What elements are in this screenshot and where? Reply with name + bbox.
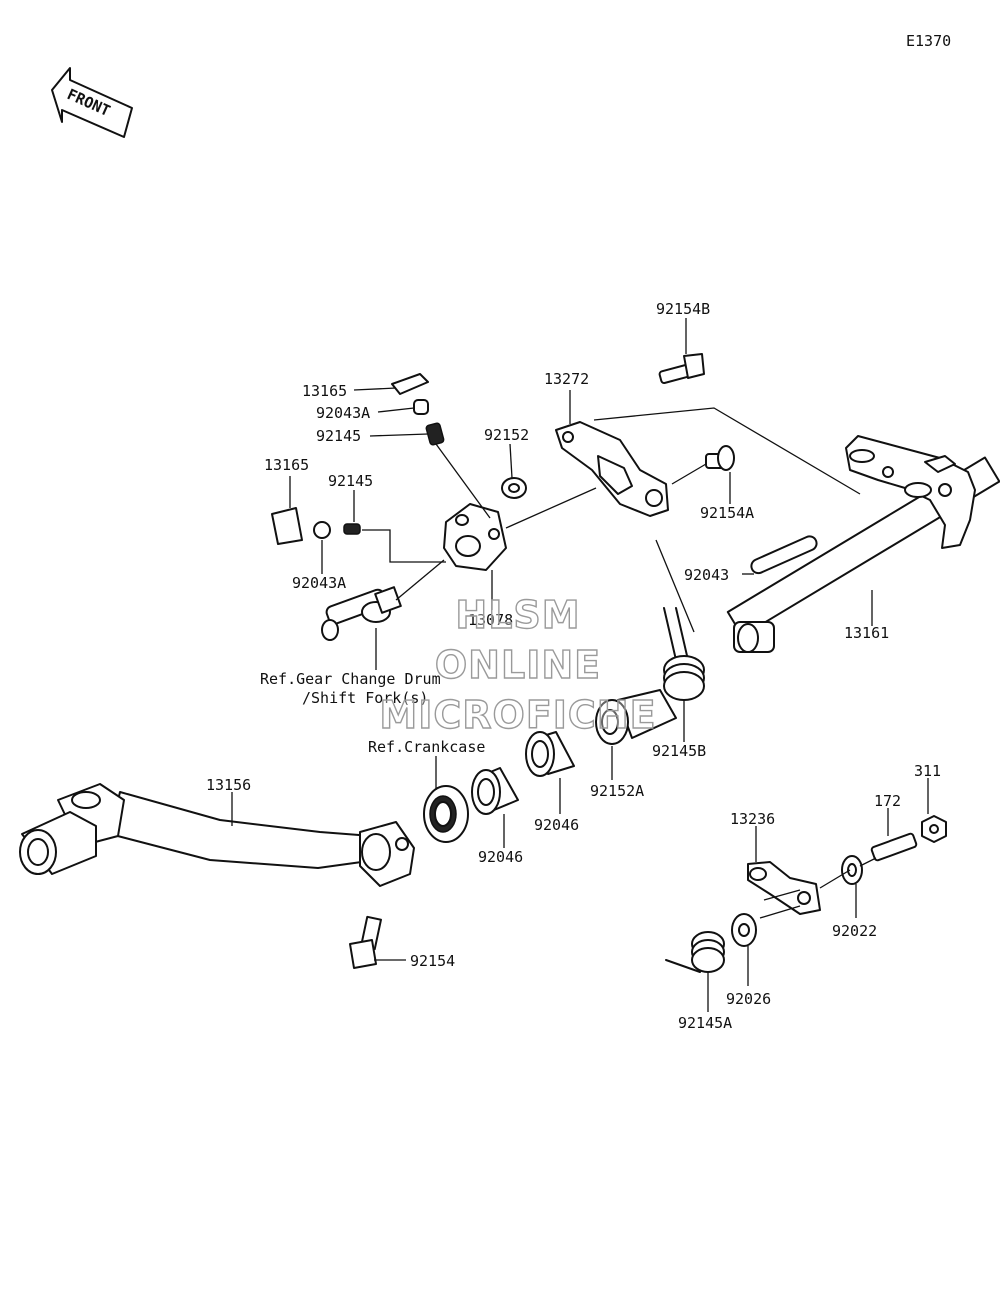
label-92154: 92154 [410, 952, 455, 970]
pin-92043 [750, 535, 818, 575]
label-13165-left: 13165 [264, 456, 309, 474]
pin-92043A-top [413, 399, 429, 415]
label-13156: 13156 [206, 776, 251, 794]
needle-bearing-92046-a [525, 731, 575, 777]
label-92046-a: 92046 [534, 816, 579, 834]
label-92145-top: 92145 [316, 427, 361, 445]
bolt-92154B [658, 353, 705, 385]
label-92145-left: 92145 [328, 472, 373, 490]
label-92152A: 92152A [590, 782, 644, 800]
label-311: 311 [914, 762, 941, 780]
pawl-13165-left [271, 507, 303, 545]
watermark-line3: MICROFICHE [379, 693, 656, 737]
spring-92145A [665, 931, 725, 973]
watermark-line1: HLSM [455, 593, 580, 637]
ref-gear-change-line2: /Shift Fork(s) [302, 689, 428, 707]
label-92043: 92043 [684, 566, 729, 584]
label-92145A: 92145A [678, 1014, 732, 1032]
bolt-172 [870, 832, 918, 862]
nut-311 [921, 815, 947, 843]
stopper-lever-13236 [747, 861, 821, 915]
ref-crankcase: Ref.Crankcase [368, 738, 485, 756]
washer-92026 [731, 913, 757, 947]
bolt-92154 [349, 915, 382, 969]
guide-plate-13272 [555, 421, 669, 517]
label-92046-b: 92046 [478, 848, 523, 866]
washer-92152 [501, 477, 527, 499]
pin-92043A-left [313, 521, 331, 539]
shift-cam-13078 [443, 503, 507, 571]
spring-92145-top [425, 422, 445, 446]
watermark-line2: ONLINE [435, 643, 601, 687]
label-13161: 13161 [844, 624, 889, 642]
label-13236: 13236 [730, 810, 775, 828]
leader-lines [231, 318, 929, 1012]
label-92154B: 92154B [656, 300, 710, 318]
label-92026: 92026 [726, 990, 771, 1008]
watermark: HLSM ONLINE MICROFICHE [379, 592, 657, 737]
shift-drum-pin [321, 586, 402, 641]
diagram-code: E1370 [906, 32, 951, 50]
label-92043A-top: 92043A [316, 404, 370, 422]
gear-change-lever [19, 783, 415, 887]
bolt-92154A [705, 445, 735, 471]
label-13165-top: 13165 [302, 382, 347, 400]
pawl-13165-top [391, 373, 429, 395]
front-arrow-icon: FRONT [51, 67, 133, 138]
collar-92152A [595, 689, 677, 745]
spring-92145-left [343, 523, 361, 535]
label-92145B: 92145B [652, 742, 706, 760]
label-13078: 13078 [468, 611, 513, 629]
ref-gear-change-line1: Ref.Gear Change Drum [260, 670, 441, 688]
label-92022: 92022 [832, 922, 877, 940]
oil-seal [423, 785, 469, 843]
shift-shaft [726, 435, 1000, 653]
label-172: 172 [874, 792, 901, 810]
spring-92145B [663, 607, 705, 701]
label-92043A-left: 92043A [292, 574, 346, 592]
label-92152: 92152 [484, 426, 529, 444]
needle-bearing-92046-b [471, 767, 519, 815]
part-labels: 92154B 13272 13165 92043A 92145 92152 13… [206, 300, 941, 1032]
label-13272: 13272 [544, 370, 589, 388]
label-92154A: 92154A [700, 504, 754, 522]
washer-92022 [841, 855, 863, 885]
